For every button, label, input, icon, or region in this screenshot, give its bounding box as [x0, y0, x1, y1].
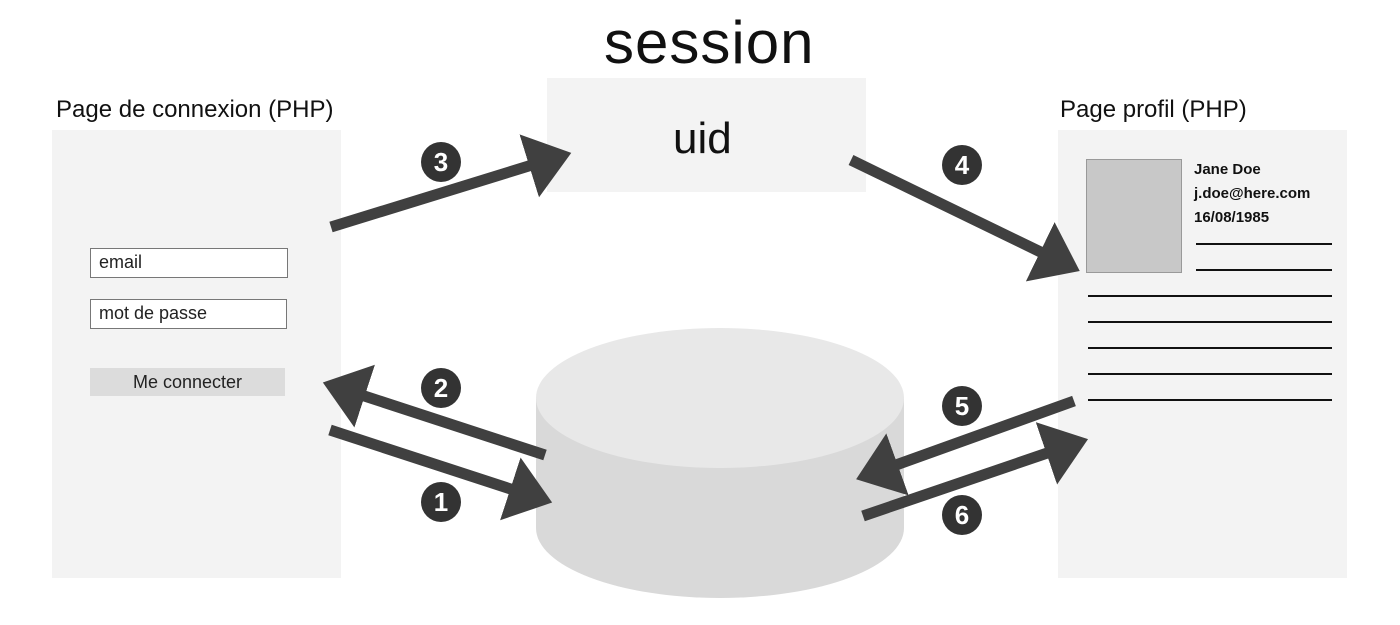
profile-page-title: Page profil (PHP) — [1060, 96, 1247, 123]
arrow-1 — [328, 424, 553, 521]
step-circle — [942, 495, 982, 535]
login-page-title: Page de connexion (PHP) — [56, 96, 334, 123]
step-circle — [421, 142, 461, 182]
step-2-marker: 2 — [421, 368, 461, 408]
step-5-marker: 5 — [942, 386, 982, 426]
step-circle — [942, 145, 982, 185]
profile-line — [1196, 269, 1332, 271]
step-number: 2 — [434, 373, 448, 403]
arrow-6 — [861, 422, 1089, 522]
step-6-marker: 6 — [942, 495, 982, 535]
uid-label: uid — [673, 114, 732, 163]
profile-line — [1088, 399, 1332, 401]
session-box: uid — [547, 78, 866, 192]
step-3-marker: 3 — [421, 142, 461, 182]
step-circle — [421, 482, 461, 522]
profile-line — [1088, 321, 1332, 323]
arrow-3 — [329, 134, 572, 233]
profile-page-panel: Jane Doe j.doe@here.com 16/08/1985 — [1058, 130, 1347, 578]
profile-email: j.doe@here.com — [1194, 185, 1311, 202]
step-circle — [942, 386, 982, 426]
email-field[interactable]: email — [90, 248, 288, 278]
step-number: 3 — [434, 147, 448, 177]
connect-button[interactable]: Me connecter — [90, 368, 285, 396]
profile-line — [1088, 373, 1332, 375]
profile-line — [1088, 347, 1332, 349]
database-icon — [536, 328, 904, 598]
step-circle — [421, 368, 461, 408]
step-1-marker: 1 — [421, 482, 461, 522]
step-number: 5 — [955, 391, 969, 421]
arrow-4 — [848, 155, 1080, 282]
login-page-panel: email mot de passe Me connecter — [52, 130, 341, 578]
step-number: 1 — [434, 487, 448, 517]
step-number: 6 — [955, 500, 969, 530]
profile-line — [1196, 243, 1332, 245]
arrow-2 — [322, 364, 547, 461]
password-field[interactable]: mot de passe — [90, 299, 287, 329]
profile-name: Jane Doe — [1194, 161, 1261, 178]
profile-line — [1088, 295, 1332, 297]
profile-photo — [1086, 159, 1182, 273]
session-title: session — [604, 9, 815, 76]
profile-birthdate: 16/08/1985 — [1194, 209, 1270, 226]
step-4-marker: 4 — [942, 145, 982, 185]
step-number: 4 — [955, 150, 970, 180]
arrow-5 — [856, 395, 1076, 496]
